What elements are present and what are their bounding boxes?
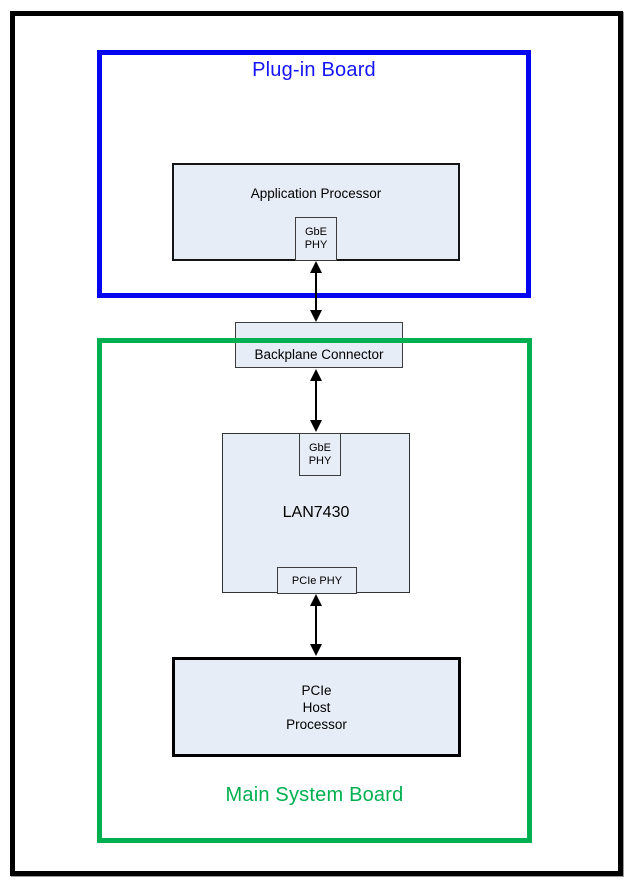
gbe-phy-line2: PHY: [304, 239, 328, 251]
arrow-shaft: [315, 271, 317, 312]
pcie-host-processor-box: PCIe Host Processor: [172, 657, 461, 757]
gbe-phy-line1: GbE: [308, 441, 331, 454]
gbe-phy-line2: PHY: [308, 454, 332, 467]
pcie-host-line3: Processor: [286, 716, 347, 732]
arrowhead-up-icon: [310, 261, 322, 273]
arrow-gbephy-to-backplane: [309, 261, 323, 322]
pcie-host-line1: PCIe: [301, 682, 332, 698]
plugin-board-title: Plug-in Board: [252, 59, 376, 81]
arrow-shaft: [315, 379, 317, 422]
arrow-lan7430-to-host: [309, 594, 323, 656]
arrowhead-down-icon: [310, 420, 322, 432]
application-processor-label: Application Processor: [250, 186, 382, 201]
backplane-connector-box: Backplane Connector: [235, 322, 403, 368]
arrowhead-down-icon: [310, 644, 322, 656]
pcie-phy-label: PCIe PHY: [291, 574, 343, 587]
gbe-phy-box-plugin: GbE PHY: [295, 217, 337, 261]
arrow-backplane-to-lan7430: [309, 369, 323, 432]
arrowhead-up-icon: [310, 594, 322, 606]
gbe-phy-box-lan7430: GbE PHY: [299, 433, 341, 476]
plugin-board-outline: [97, 50, 531, 298]
arrowhead-up-icon: [310, 369, 322, 381]
arrow-shaft: [315, 604, 317, 646]
backplane-connector-label: Backplane Connector: [254, 347, 384, 362]
pcie-host-line2: Host: [302, 699, 331, 715]
arrowhead-down-icon: [310, 310, 322, 322]
main-system-board-title: Main System Board: [225, 784, 404, 806]
lan7430-label: LAN7430: [282, 504, 350, 521]
pcie-phy-box: PCIe PHY: [277, 567, 357, 594]
gbe-phy-line1: GbE: [304, 226, 327, 238]
